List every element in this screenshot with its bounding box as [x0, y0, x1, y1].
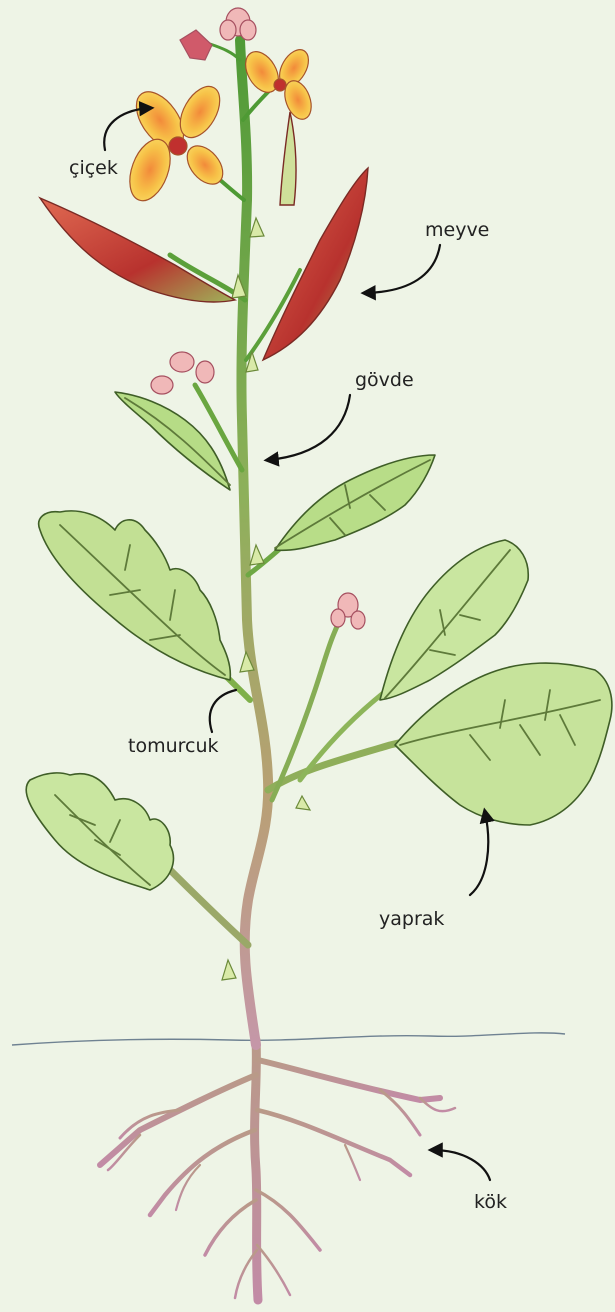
- label-bud: tomurcuk: [128, 735, 219, 757]
- leaf-upper-left: [115, 392, 230, 490]
- leaf-lower-left: [26, 773, 173, 890]
- leaf-lower-right: [395, 663, 612, 825]
- flower-buds-right: [331, 593, 365, 629]
- label-fruit: meyve: [425, 219, 489, 241]
- label-stem: gövde: [355, 369, 414, 391]
- root-system: [100, 1040, 455, 1300]
- label-leaf: yaprak: [379, 908, 444, 930]
- leaves: [26, 392, 612, 890]
- arrow-bud: [210, 690, 236, 732]
- label-root: kök: [474, 1191, 507, 1213]
- arrow-stem: [268, 395, 350, 460]
- fruit-pod-left: [40, 198, 235, 302]
- label-flower: çiçek: [69, 157, 118, 179]
- fruit-pod-small: [280, 112, 296, 205]
- arrow-leaf: [470, 812, 488, 895]
- flower-buds-middle: [151, 352, 214, 394]
- arrow-root: [432, 1150, 490, 1180]
- fruit-pod-right: [263, 168, 368, 360]
- ground-line: [12, 1033, 565, 1045]
- arrow-fruit: [365, 245, 440, 293]
- flower-main: [122, 80, 230, 206]
